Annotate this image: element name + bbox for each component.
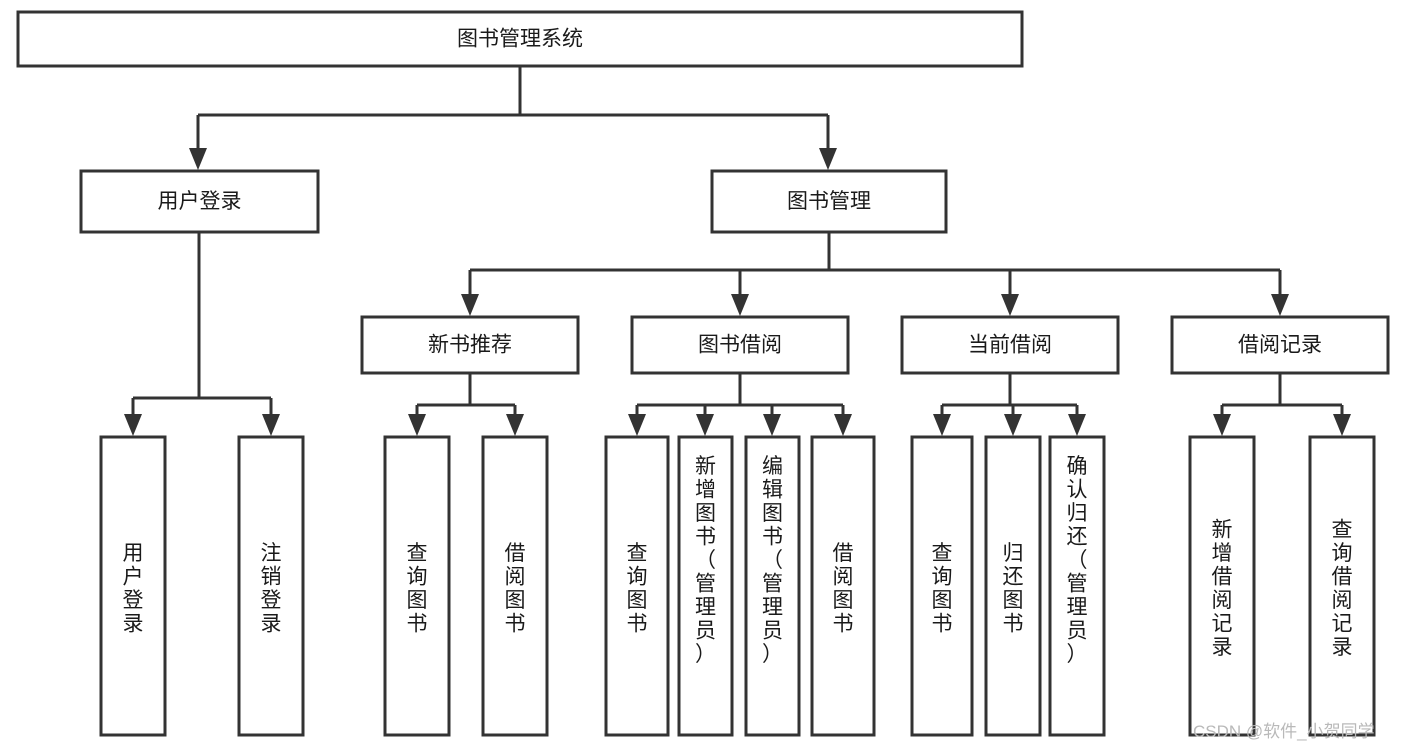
node-box: [16, 10, 1024, 68]
node-box: [984, 435, 1042, 737]
node-label: 借阅图书: [833, 541, 854, 635]
node-leaf5[interactable]: 查询图书: [604, 435, 670, 737]
node-box: [604, 435, 670, 737]
node-login[interactable]: 用户登录: [79, 169, 320, 234]
connector-layer: [124, 66, 1351, 436]
node-label: 用户登录: [158, 190, 242, 213]
node-layer: 图书管理系统用户登录图书管理新书推荐图书借阅当前借阅借阅记录用户登录注销登录查询…: [16, 10, 1390, 737]
connector-arrow-icon: [731, 294, 749, 316]
node-label: 查询借阅记录: [1332, 518, 1353, 659]
connector-arrow-icon: [461, 294, 479, 316]
node-box: [383, 435, 451, 737]
node-box: [710, 169, 948, 234]
node-leaf9[interactable]: 查询图书: [910, 435, 974, 737]
node-label: 查询图书: [932, 541, 953, 635]
connector-arrow-icon: [1213, 414, 1231, 436]
node-leaf2[interactable]: 注销登录: [237, 435, 305, 737]
node-newbook[interactable]: 新书推荐: [360, 315, 580, 375]
node-label: 图书管理: [787, 190, 871, 213]
connector-arrow-icon: [1001, 294, 1019, 316]
node-box: [1048, 435, 1106, 737]
node-leaf6[interactable]: 新增图书（管理员）: [677, 435, 734, 737]
node-bookmgmt[interactable]: 图书管理: [710, 169, 948, 234]
node-box: [810, 435, 876, 737]
node-box: [237, 435, 305, 737]
node-label: 编辑图书（管理员）: [762, 454, 783, 665]
connector-arrow-icon: [819, 148, 837, 170]
node-label: 注销登录: [261, 541, 282, 635]
connector-arrow-icon: [124, 414, 142, 436]
connector-arrow-icon: [1271, 294, 1289, 316]
node-root[interactable]: 图书管理系统: [16, 10, 1024, 68]
connector-arrow-icon: [933, 414, 951, 436]
node-leaf4[interactable]: 借阅图书: [481, 435, 549, 737]
connector-arrow-icon: [1068, 414, 1086, 436]
connector-arrow-icon: [506, 414, 524, 436]
node-leaf13[interactable]: 查询借阅记录: [1308, 435, 1376, 737]
node-leaf7[interactable]: 编辑图书（管理员）: [744, 435, 801, 737]
connector-arrow-icon: [1004, 414, 1022, 436]
node-leaf10[interactable]: 归还图书: [984, 435, 1042, 737]
node-borrow[interactable]: 图书借阅: [630, 315, 850, 375]
node-leaf11[interactable]: 确认归还（管理员）: [1048, 435, 1106, 737]
connector-arrow-icon: [696, 414, 714, 436]
node-current[interactable]: 当前借阅: [900, 315, 1120, 375]
node-box: [79, 169, 320, 234]
node-label: 新书推荐: [428, 334, 512, 357]
node-leaf8[interactable]: 借阅图书: [810, 435, 876, 737]
connector-arrow-icon: [628, 414, 646, 436]
node-box: [99, 435, 167, 737]
node-label: 查询图书: [407, 541, 428, 635]
node-box: [360, 315, 580, 375]
node-label: 查询图书: [627, 541, 648, 635]
node-label: 用户登录: [123, 541, 144, 635]
node-leaf12[interactable]: 新增借阅记录: [1188, 435, 1256, 737]
node-box: [1188, 435, 1256, 737]
connector-arrow-icon: [189, 148, 207, 170]
node-label: 图书管理系统: [457, 28, 583, 51]
node-label: 归还图书: [1003, 541, 1024, 635]
node-label: 图书借阅: [698, 334, 782, 357]
node-label: 借阅图书: [505, 541, 526, 635]
connector-arrow-icon: [763, 414, 781, 436]
node-box: [630, 315, 850, 375]
node-label: 借阅记录: [1238, 334, 1322, 357]
node-label: 确认归还（管理员）: [1067, 454, 1088, 665]
node-box: [744, 435, 801, 737]
node-records[interactable]: 借阅记录: [1170, 315, 1390, 375]
node-label: 新增图书（管理员）: [695, 454, 716, 665]
node-leaf1[interactable]: 用户登录: [99, 435, 167, 737]
node-box: [677, 435, 734, 737]
connector-arrow-icon: [262, 414, 280, 436]
node-box: [481, 435, 549, 737]
node-box: [910, 435, 974, 737]
node-box: [900, 315, 1120, 375]
node-label: 新增借阅记录: [1212, 518, 1233, 659]
node-box: [1308, 435, 1376, 737]
node-label: 当前借阅: [968, 334, 1052, 357]
node-leaf3[interactable]: 查询图书: [383, 435, 451, 737]
connector-arrow-icon: [1333, 414, 1351, 436]
connector-arrow-icon: [834, 414, 852, 436]
node-box: [1170, 315, 1390, 375]
connector-arrow-icon: [408, 414, 426, 436]
